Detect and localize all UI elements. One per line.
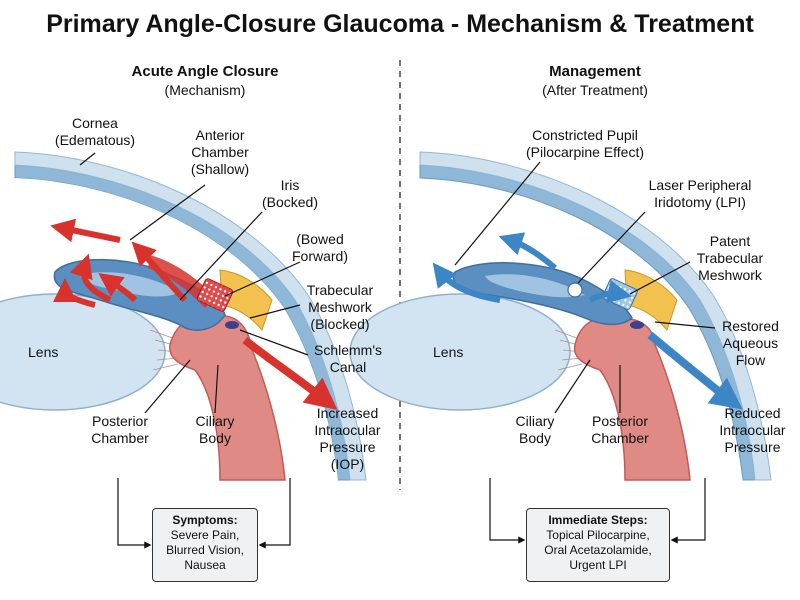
blue-arrow-3 xyxy=(588,279,632,304)
right-subheading: (After Treatment) xyxy=(542,82,648,98)
symptom-line: Nausea xyxy=(184,558,226,572)
blue-arrow-1 xyxy=(498,232,557,271)
symptoms-box: Symptoms: Severe Pain, Blurred Vision, N… xyxy=(152,508,258,582)
left-subheading: (Mechanism) xyxy=(164,82,246,98)
immediate-steps-box: Immediate Steps: Topical Pilocarpine, Or… xyxy=(526,508,670,582)
trabecular-meshwork-blocked xyxy=(196,278,234,312)
lens-shape xyxy=(349,293,571,411)
cornea-pointer xyxy=(79,152,96,166)
iris-highlight xyxy=(485,274,585,298)
cornea-outer-layer xyxy=(14,151,367,481)
trabecular-pointer xyxy=(629,261,691,295)
steps-connector xyxy=(489,478,706,544)
constricted-pupil-label: Constricted Pupil(Pilocarpine Effect) xyxy=(525,127,644,160)
trabecular-tissue xyxy=(219,269,273,332)
lens-label: Lens xyxy=(433,344,464,360)
blue-flow-arrows xyxy=(432,232,743,410)
right-panel-heading: Management (After Treatment) xyxy=(490,62,700,99)
cornea-outer-layer xyxy=(419,151,772,481)
left-pointer-lines xyxy=(79,152,309,414)
step-line: Topical Pilocarpine, xyxy=(546,528,650,542)
right-eye-illustration xyxy=(349,151,772,544)
flow-pointer xyxy=(654,321,716,329)
red-arrow-2 xyxy=(69,253,112,303)
symptoms-title: Symptoms: xyxy=(172,513,238,527)
blue-arrow-2 xyxy=(432,262,501,303)
iridotomy-hole xyxy=(567,282,583,298)
trabecular-pointer xyxy=(249,304,301,319)
ciliary-body xyxy=(573,316,691,481)
red-arrow-3 xyxy=(53,278,96,308)
bowed-pointer xyxy=(224,261,301,297)
posterior-chamber-pointer xyxy=(144,359,191,414)
trabecular-tissue xyxy=(624,269,678,332)
page-title: Primary Angle-Closure Glaucoma - Mechani… xyxy=(46,10,754,38)
ciliary-body-pointer xyxy=(554,359,591,414)
symptom-line: Blurred Vision, xyxy=(166,543,244,557)
iris-pointer xyxy=(179,211,263,301)
left-eye-illustration xyxy=(0,151,367,549)
blue-arrow-outflow xyxy=(647,331,743,410)
schlemms-canal xyxy=(630,321,644,329)
right-heading: Management xyxy=(549,63,641,80)
red-arrow-1 xyxy=(50,218,121,243)
red-arrow-5 xyxy=(131,241,188,303)
symptoms-connector xyxy=(117,478,291,549)
left-panel-heading: Acute Angle Closure (Mechanism) xyxy=(100,62,310,99)
ciliary-body-pointer xyxy=(214,364,219,414)
steps-title: Immediate Steps: xyxy=(548,513,648,527)
anterior-chamber-pointer xyxy=(129,184,206,241)
pupil-pointer xyxy=(454,161,541,266)
symptom-line: Severe Pain, xyxy=(170,528,240,542)
left-heading: Acute Angle Closure xyxy=(131,63,279,80)
lpi-pointer xyxy=(577,211,646,284)
schlemms-canal xyxy=(225,321,239,329)
red-flow-arrows xyxy=(50,218,338,410)
iris-label: Iris(Bocked) xyxy=(261,177,319,210)
red-arrow-iop xyxy=(242,336,338,410)
cornea-label: Cornea(Edematous) xyxy=(54,115,136,148)
schlemm-pointer xyxy=(239,329,309,356)
step-line: Oral Acetazolamide, xyxy=(544,543,652,557)
step-line: Urgent LPI xyxy=(569,558,627,572)
red-arrow-4 xyxy=(98,273,138,303)
lens-label: Lens xyxy=(28,344,59,360)
right-pointer-lines xyxy=(454,161,716,414)
